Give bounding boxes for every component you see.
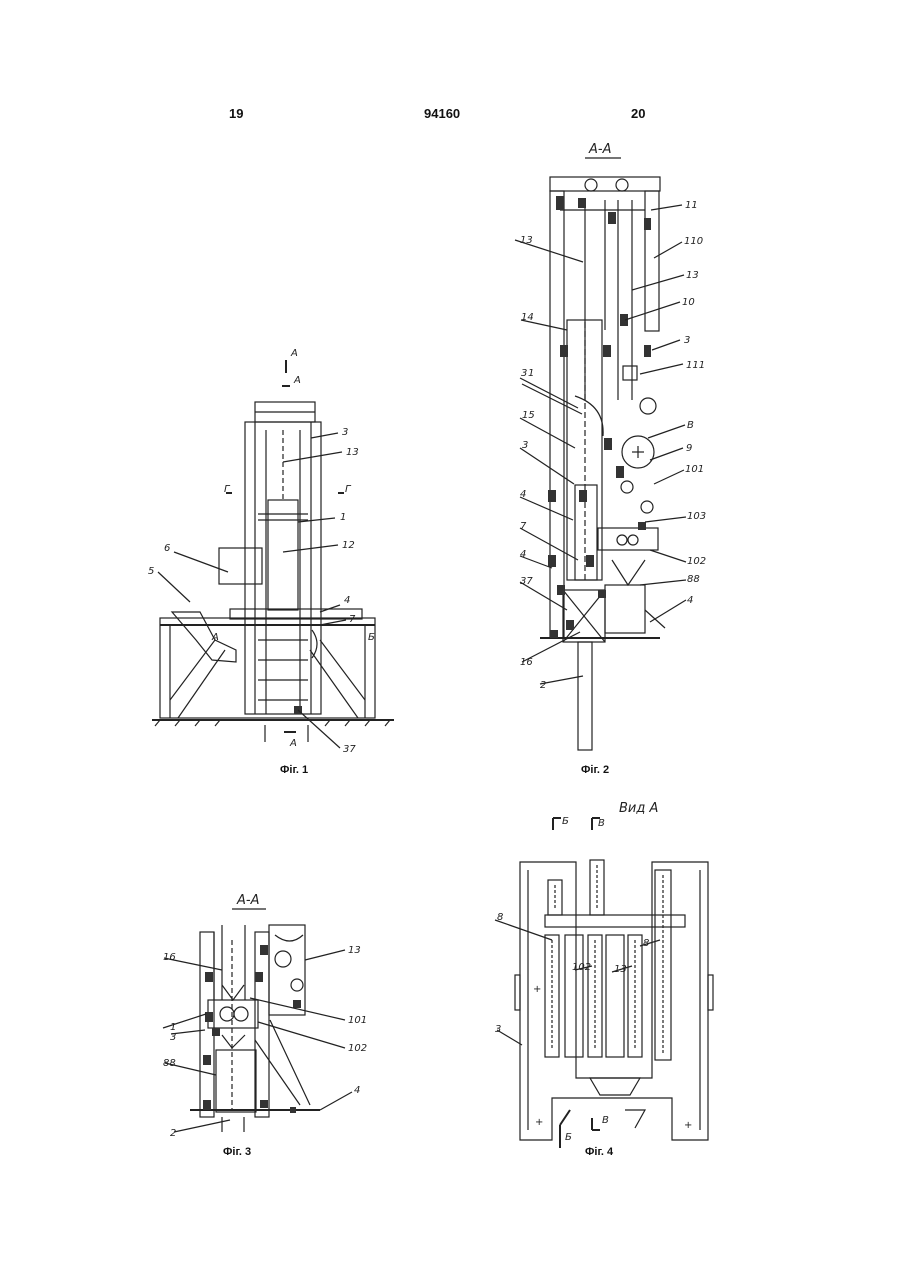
fig2-label-110: 110 — [684, 236, 703, 247]
fig4-label-13: 13 — [614, 964, 627, 975]
fig4-label-b-top: Б — [562, 816, 569, 827]
fig1-label-3: 3 — [342, 427, 348, 438]
figure-2-drawing: А-А — [515, 142, 686, 750]
fig4-title: Вид А — [619, 801, 658, 816]
fig4-caption: Фіг. 4 — [585, 1146, 613, 1158]
fig2-label-4-left: 4 — [520, 489, 526, 500]
fig1-label-4: 4 — [344, 595, 350, 606]
fig2-label-13-left: 13 — [520, 235, 533, 246]
fig4-label-b-bottom: Б — [565, 1132, 572, 1143]
fig3-label-102: 102 — [348, 1043, 367, 1054]
fig3-label-88: 88 — [163, 1058, 176, 1069]
figure-2-labels: 11 13 110 13 10 14 3 3 111 1 15 В 3 9 10… — [520, 200, 706, 691]
fig3-label-16: 16 — [163, 952, 176, 963]
fig4-label-8-left: 8 — [497, 912, 503, 923]
fig1-label-a-left: А — [211, 632, 219, 643]
fig1-label-1: 1 — [340, 512, 346, 523]
fig3-label-13: 13 — [348, 945, 361, 956]
fig1-label-7: 7 — [349, 614, 356, 625]
fig2-label-10: 10 — [682, 297, 695, 308]
fig4-plus-bottom-right: + — [684, 1120, 692, 1131]
fig2-label-111: 111 — [686, 360, 705, 371]
fig2-label-15: 15 — [522, 410, 535, 421]
fig2-label-37: 37 — [520, 576, 533, 587]
fig2-title: А-А — [588, 142, 611, 157]
fig3-title: А-А — [236, 893, 259, 908]
fig2-label-9: 9 — [686, 443, 692, 454]
figure-3-drawing: А-А — [163, 893, 352, 1132]
fig1-label-12: 12 — [342, 540, 355, 551]
fig3-label-3: 3 — [170, 1032, 176, 1043]
fig2-label-4-right: 4 — [687, 595, 693, 606]
fig2-label-101: 101 — [685, 464, 704, 475]
fig2-label-102: 102 — [687, 556, 706, 567]
fig3-label-2: 2 — [170, 1128, 176, 1139]
fig1-label-37: 37 — [343, 744, 356, 755]
fig2-label-1: 1 — [528, 368, 534, 379]
fig2-label-13-right: 13 — [686, 270, 699, 281]
fig4-label-102: 102 — [572, 962, 591, 973]
fig2-label-3-mid: 3 — [522, 440, 528, 451]
fig2-caption: Фіг. 2 — [581, 764, 609, 776]
fig2-label-11: 11 — [685, 200, 698, 211]
fig1-label-13: 13 — [346, 447, 359, 458]
fig4-label-8-right: 8 — [643, 938, 649, 949]
fig2-label-88: 88 — [687, 574, 700, 585]
fig4-plus-bottom-left: + — [535, 1117, 543, 1128]
fig2-label-14: 14 — [521, 312, 534, 323]
fig2-label-3-left: 3 — [521, 368, 527, 379]
fig2-label-103: 103 — [687, 511, 706, 522]
fig3-label-4: 4 — [354, 1085, 360, 1096]
figure-1-drawing — [152, 360, 394, 748]
fig3-caption: Фіг. 3 — [223, 1146, 251, 1158]
fig1-label-6: 6 — [164, 543, 170, 554]
fig4-plus-left: + — [533, 984, 541, 995]
fig4-label-v-bottom: В — [602, 1115, 609, 1126]
fig1-label-g-right: Г — [345, 484, 352, 495]
fig1-caption: Фіг. 1 — [280, 764, 308, 776]
fig2-label-4-mid: 4 — [520, 549, 526, 560]
figure-4-labels: 8 8 102 13 3 Б В — [495, 912, 649, 1143]
fig1-label-section-a: А — [293, 375, 301, 386]
fig4-label-3: 3 — [495, 1024, 501, 1035]
fig2-label-v: В — [687, 420, 694, 431]
fig1-label-a-bottom: А — [289, 738, 297, 749]
fig3-label-101: 101 — [348, 1015, 367, 1026]
fig1-label-b-right: Б — [368, 632, 375, 643]
figure-4-drawing: Вид А Б В — [495, 801, 713, 1148]
fig2-label-16: 16 — [520, 657, 533, 668]
fig4-label-v-top: В — [598, 818, 605, 829]
fig1-label-5: 5 — [148, 566, 154, 577]
fig2-label-3-right: 3 — [684, 335, 690, 346]
fig2-label-7: 7 — [520, 521, 527, 532]
fig1-label-section-a-top: А — [290, 348, 298, 359]
fig2-label-2: 2 — [540, 680, 546, 691]
